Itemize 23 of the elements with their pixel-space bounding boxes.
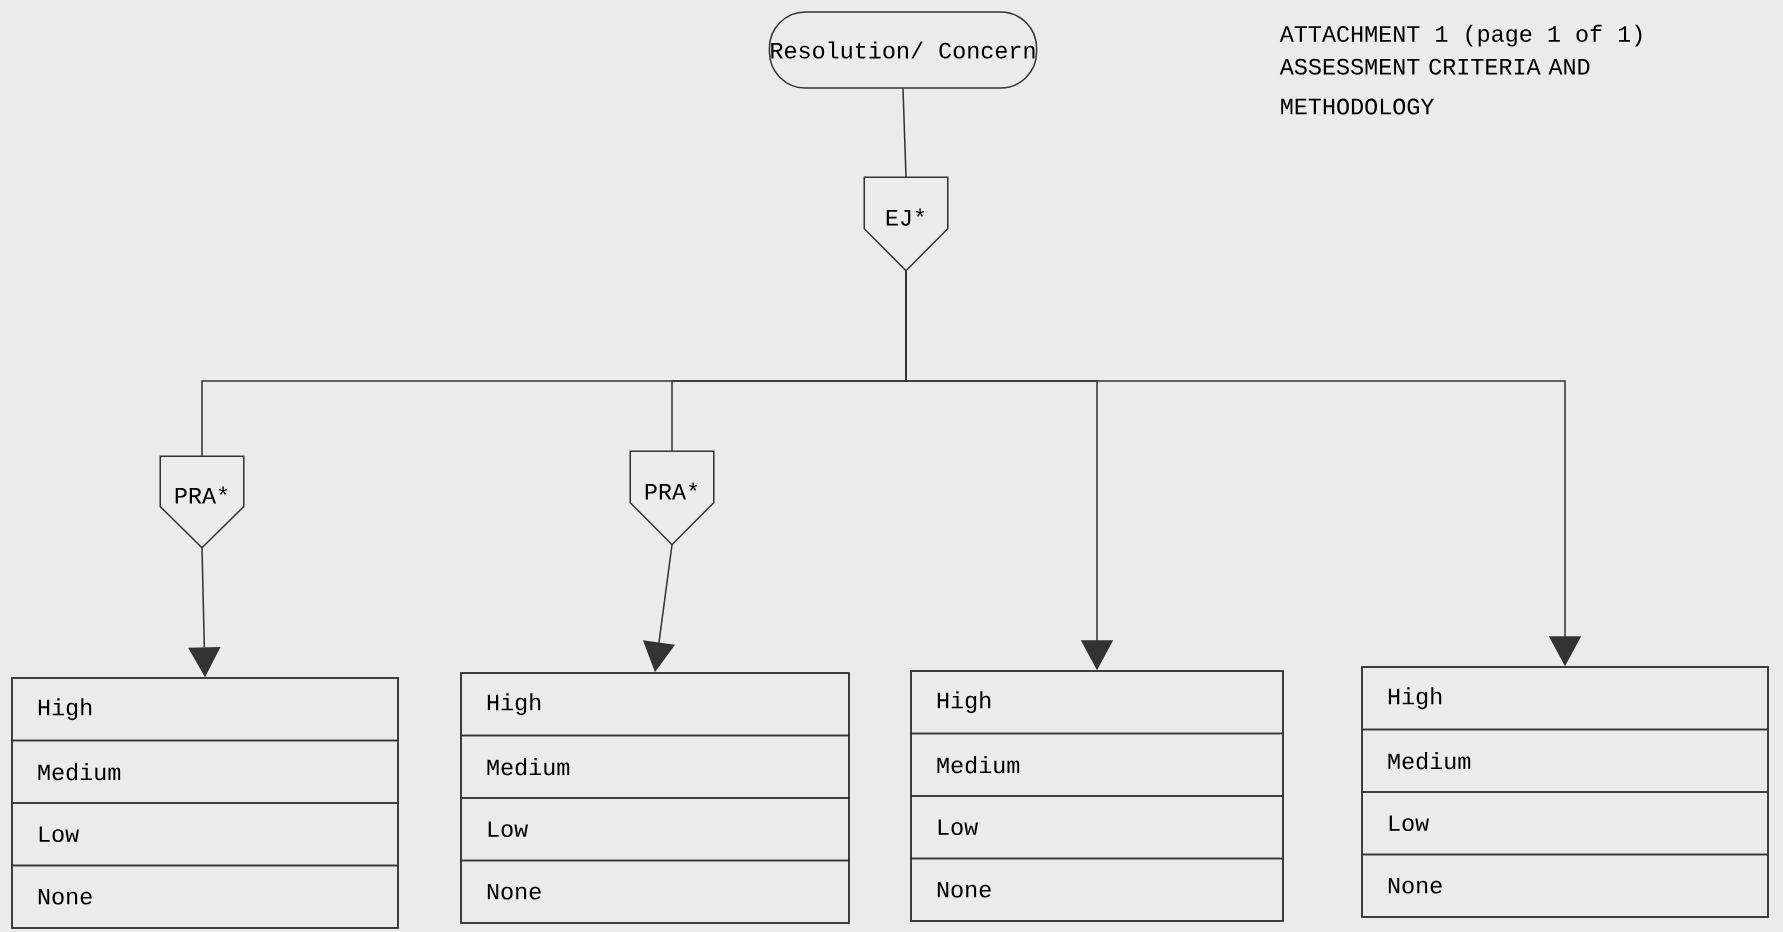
rating-row: None [1361, 853, 1769, 918]
rating-row: Low [1361, 791, 1769, 856]
rating-row: High [1361, 666, 1769, 731]
rating-row: Medium [11, 739, 399, 804]
rating-row: None [460, 859, 850, 924]
title: ASSESSMENT CRITERIA AND METHODOLOGY [1279, 58, 1590, 115]
terminal-box: Resolution/ Concern [768, 11, 1038, 89]
rating-row: Low [910, 795, 1284, 860]
rating-row: High [460, 672, 850, 737]
offpage-connector: EJ* [863, 176, 949, 272]
offpage-connector: PRA* [629, 450, 715, 546]
rating-row: Low [460, 797, 850, 862]
rating-row: Low [11, 802, 399, 867]
rating-row: None [910, 857, 1284, 922]
attachment-note: ATTACHMENT 1 (page 1 of 1) [1279, 24, 1642, 47]
rating-row: Medium [1361, 728, 1769, 793]
rating-row: Medium [460, 734, 850, 799]
rating-row: High [11, 677, 399, 742]
rating-row: Medium [910, 732, 1284, 797]
offpage-connector: PRA* [159, 455, 245, 549]
connector [902, 88, 907, 178]
rating-row: High [910, 670, 1284, 735]
rating-row: None [11, 864, 399, 929]
